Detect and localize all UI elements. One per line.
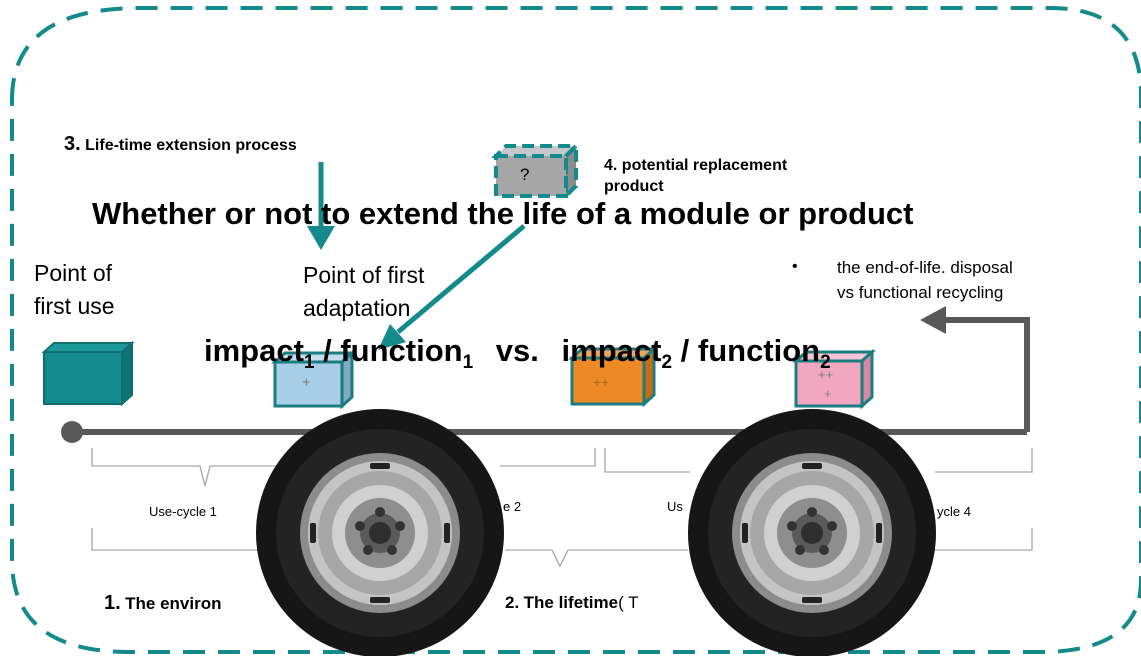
cycle-3-label: Us xyxy=(667,499,683,514)
box4-label-bottom: + xyxy=(824,386,832,401)
step2-paren: ( T xyxy=(618,593,639,612)
end-of-life-bullet: • xyxy=(792,258,798,275)
cycle-1-label: Use-cycle 1 xyxy=(149,504,217,519)
timeline-start-dot xyxy=(61,421,83,443)
right-function-sub: 2 xyxy=(820,352,831,374)
step1-number: 1. xyxy=(104,592,121,614)
right-function: / function xyxy=(672,333,821,368)
brace-cycle-4 xyxy=(935,448,1033,473)
end-of-life-line1: the end-of-life. disposal xyxy=(837,258,1013,277)
brace-cycle-3 xyxy=(604,448,690,473)
product-box-adaptation-1 xyxy=(271,349,356,410)
step4-label-line1: 4. potential replacement xyxy=(604,157,787,175)
point-first-adaptation-line2: adaptation xyxy=(303,295,411,321)
brace-cycle-1 xyxy=(91,448,290,487)
right-impact-sub: 2 xyxy=(661,352,673,374)
right-impact: impact xyxy=(561,333,662,368)
box3-label: ++ xyxy=(593,374,610,390)
step3-number: 3. xyxy=(64,133,81,155)
headline: Whether or not to extend the life of a m… xyxy=(92,196,914,231)
replacement-product-box xyxy=(491,141,581,201)
replacement-arrow-head xyxy=(378,324,406,350)
step1-text: The environ xyxy=(125,594,222,613)
point-first-adaptation-line1: Point of first xyxy=(303,262,425,288)
product-box-first-use xyxy=(41,340,135,407)
extension-arrow-head xyxy=(307,226,335,250)
end-of-life-arrow xyxy=(940,317,1030,432)
step2-label: 2. The lifetime( T xyxy=(505,593,639,613)
left-function-sub: 1 xyxy=(462,352,474,374)
point-first-use-line2: first use xyxy=(34,293,115,319)
brace-cycle-2 xyxy=(500,448,596,467)
left-impact: impact xyxy=(204,333,304,368)
brace-row-1 xyxy=(91,448,1033,487)
left-function: / function xyxy=(314,333,463,368)
product-box-adaptation-2 xyxy=(568,345,658,408)
box4-label-top: ++ xyxy=(818,367,834,382)
end-of-life-arrowhead xyxy=(920,306,946,334)
step3-label: 3. Life-time extension process xyxy=(64,133,297,156)
vs-label: vs. xyxy=(495,333,539,368)
brace-lifetime xyxy=(505,549,688,568)
cycle-4-label: ycle 4 xyxy=(937,504,971,519)
dashed-boundary xyxy=(10,6,1141,654)
brace-row-2 xyxy=(91,528,1033,568)
comparison-formula: impact1 / function1 vs. impact2 / functi… xyxy=(204,333,831,374)
step4-label-line2: product xyxy=(604,178,664,195)
cycle-2-label: e 2 xyxy=(503,499,522,514)
point-first-use-line1: Point of xyxy=(34,260,112,286)
step2-number: 2. xyxy=(505,593,520,612)
end-of-life-line2: vs functional recycling xyxy=(837,283,1004,302)
step4-number: 4. xyxy=(604,157,618,174)
step3-text: Life-time extension process xyxy=(85,137,297,154)
replacement-arrow-shaft xyxy=(396,224,526,334)
replacement-box-label: ? xyxy=(520,165,530,184)
step4-text: potential replacement xyxy=(621,157,788,174)
product-box-adaptation-3 xyxy=(792,348,876,410)
step2-text: The lifetime xyxy=(523,593,619,612)
tire-left xyxy=(256,409,504,656)
step1-label: 1. The environ xyxy=(104,592,222,615)
tire-right xyxy=(688,409,936,656)
brace-lifetime-end xyxy=(935,528,1033,551)
brace-environment xyxy=(91,528,270,551)
left-impact-sub: 1 xyxy=(303,352,315,374)
box2-label: + xyxy=(302,374,311,391)
